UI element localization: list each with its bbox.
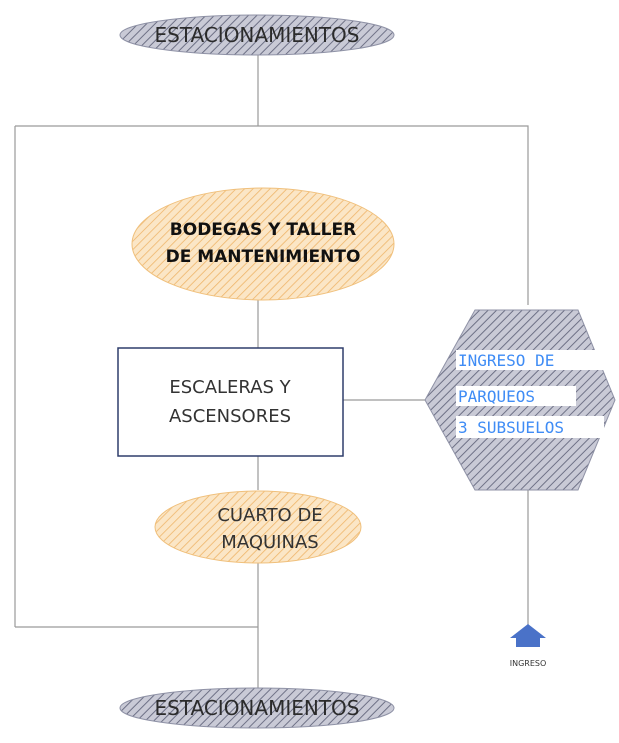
node-bottom-parking: ESTACIONAMIENTOS [119,687,395,729]
entrance-arrow-icon [510,624,546,647]
parking-entry-label-line1: INGRESO DE [458,351,554,370]
parking-entry-label-line2: PARQUEOS [458,387,535,406]
node-parking-entry: INGRESO DE PARQUEOS 3 SUBSUELOS [424,309,616,491]
storage-label-line1: BODEGAS Y TALLER [170,220,356,240]
bottom-parking-label: ESTACIONAMIENTOS [155,696,360,720]
parking-entry-label-line3: 3 SUBSUELOS [458,418,564,437]
node-storage-workshop: BODEGAS Y TALLER DE MANTENIMIENTO [131,187,395,301]
connector-lines [14,55,529,688]
top-parking-label: ESTACIONAMIENTOS [155,23,360,47]
stairs-label-line2: ASCENSORES [169,406,291,427]
node-machine-room: CUARTO DE MAQUINAS [154,490,362,564]
parking-entry-label-bg-3 [456,416,604,438]
node-stairs-elevators: ESCALERAS Y ASCENSORES [117,347,344,457]
node-top-parking: ESTACIONAMIENTOS [119,14,395,56]
node-entrance: INGRESO [510,624,547,668]
storage-label-line2: DE MANTENIMIENTO [166,247,361,267]
machine-room-label-line2: MAQUINAS [221,532,318,553]
entrance-label: INGRESO [510,659,547,668]
stairs-label-line1: ESCALERAS Y [169,377,291,398]
machine-room-label-line1: CUARTO DE [217,505,322,526]
parking-entry-label-bg-2 [456,386,576,406]
parking-entry-label-bg-1 [456,350,604,370]
